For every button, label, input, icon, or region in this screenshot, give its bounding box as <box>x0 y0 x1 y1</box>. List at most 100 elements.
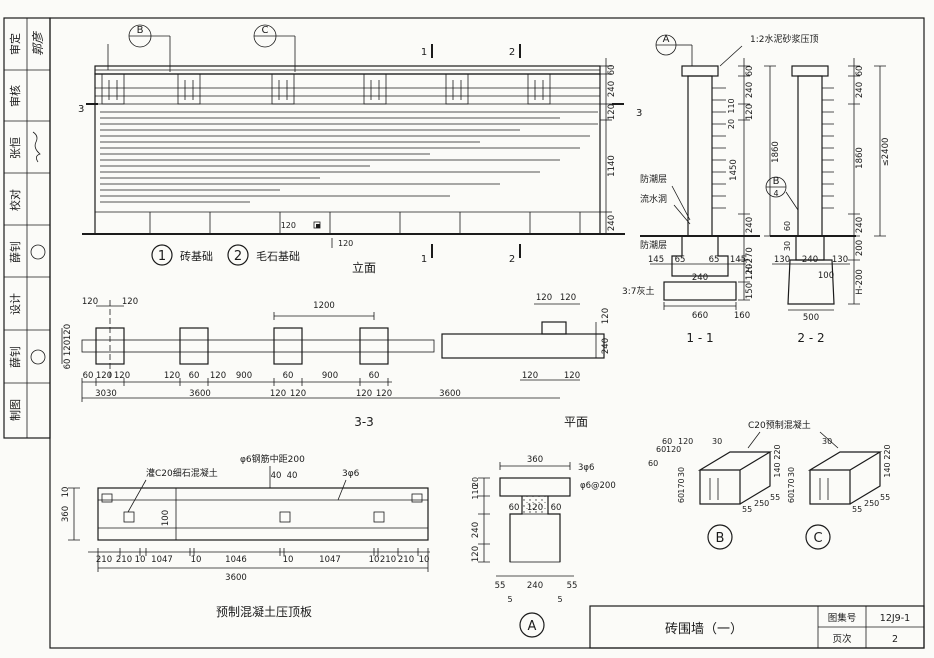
svg-text:60: 60 <box>607 65 617 76</box>
signoff-label-0: 审定 <box>8 33 22 55</box>
svg-text:60: 60 <box>656 445 666 454</box>
svg-text:210: 210 <box>380 555 396 565</box>
svg-text:500: 500 <box>803 313 819 323</box>
svg-text:170: 170 <box>787 478 796 493</box>
detail-bc-note: C20预制混凝土 <box>748 419 811 431</box>
svg-text:120: 120 <box>63 324 73 340</box>
svg-text:120: 120 <box>270 389 286 399</box>
svg-text:1047: 1047 <box>319 555 341 565</box>
slab-note-bar: 3φ6 <box>342 469 360 479</box>
svg-text:140: 140 <box>773 462 782 477</box>
svg-text:1046: 1046 <box>225 555 247 565</box>
svg-text:240: 240 <box>855 82 865 98</box>
svg-text:120: 120 <box>678 437 693 446</box>
svg-text:2: 2 <box>509 254 515 265</box>
svg-text:240: 240 <box>607 81 617 97</box>
section-1-1: A 1:2水泥砂浆压顶 防潮层 流水洞 防潮层 3:7灰土 60 2 <box>622 33 819 345</box>
svg-text:240: 240 <box>692 273 708 283</box>
svg-text:55: 55 <box>495 581 506 591</box>
atlas-label: 图集号 <box>828 612 857 624</box>
signoff-label-5: 设计 <box>9 293 22 315</box>
svg-text:3030: 3030 <box>95 389 117 399</box>
svg-text:120: 120 <box>471 546 481 562</box>
section22-callout-b: B <box>773 176 780 187</box>
svg-text:60: 60 <box>677 493 686 503</box>
svg-text:55: 55 <box>770 493 780 502</box>
svg-text:30: 30 <box>677 467 686 477</box>
detail-a-callout: A <box>528 619 537 634</box>
atlas-value: 12J9-1 <box>880 613 910 624</box>
svg-text:120: 120 <box>745 264 755 280</box>
svg-text:210: 210 <box>96 555 112 565</box>
plan-view: 120 120 120 240 120 120 3600 平面 <box>439 293 611 429</box>
svg-text:55: 55 <box>852 505 862 514</box>
slab-note-rebar: φ6钢筋中距200 <box>240 453 305 465</box>
svg-text:60: 60 <box>189 371 200 381</box>
svg-text:5: 5 <box>507 595 512 604</box>
svg-text:1140: 1140 <box>607 155 617 177</box>
svg-text:240: 240 <box>802 255 818 265</box>
svg-text:65: 65 <box>675 255 686 265</box>
sheet-frame <box>49 17 925 649</box>
svg-text:120: 120 <box>290 389 306 399</box>
signoff-sign-0: 郭彦 <box>31 30 45 56</box>
svg-text:φ6@200: φ6@200 <box>580 481 616 491</box>
signoff-column: 审定 郭彦 审核 张恒 校对 薛钊 设计 薛钊 制图 <box>3 17 51 439</box>
svg-text:160: 160 <box>734 311 750 321</box>
svg-text:240: 240 <box>471 522 481 538</box>
svg-text:30: 30 <box>822 437 832 446</box>
svg-text:60: 60 <box>662 437 672 446</box>
svg-text:10: 10 <box>61 487 71 498</box>
svg-text:10: 10 <box>283 555 294 565</box>
svg-text:H-200: H-200 <box>855 269 865 295</box>
svg-text:65: 65 <box>709 255 720 265</box>
svg-text:120: 120 <box>281 221 296 230</box>
detail-a: 360 3φ6 φ6@200 20 110 60 120 60 240 120 … <box>471 455 616 638</box>
elevation-title: 立面 <box>352 260 376 275</box>
svg-text:1: 1 <box>421 47 427 58</box>
svg-text:120: 120 <box>376 389 392 399</box>
svg-text:4: 4 <box>773 189 778 198</box>
svg-text:100: 100 <box>818 271 834 281</box>
svg-text:120: 120 <box>96 371 112 381</box>
label-dpc-2: 防潮层 <box>640 239 667 251</box>
svg-text:145: 145 <box>648 255 664 265</box>
svg-text:240: 240 <box>607 215 617 231</box>
svg-text:110: 110 <box>727 98 736 113</box>
svg-text:120: 120 <box>607 104 617 120</box>
svg-text:220: 220 <box>883 444 892 459</box>
svg-text:900: 900 <box>322 371 338 381</box>
section-2-2: B 4 60 240 1860 ≤2400 240 200 H-200 60 3… <box>765 58 891 345</box>
legend-brick-foundation: 砖基础 <box>180 249 213 263</box>
svg-text:40: 40 <box>287 471 298 481</box>
svg-text:110: 110 <box>471 484 480 499</box>
svg-text:10: 10 <box>135 555 146 565</box>
svg-text:3600: 3600 <box>189 389 211 399</box>
signature-seal-2 <box>30 349 46 365</box>
svg-text:60: 60 <box>783 221 792 231</box>
svg-text:10: 10 <box>191 555 202 565</box>
signoff-label-4: 薛钊 <box>8 241 22 263</box>
plan-3-3: 120 120 1200 120 120 60 60 120 120 120 6… <box>61 297 560 429</box>
section11-callout-a: A <box>663 34 670 45</box>
svg-text:100: 100 <box>161 510 171 526</box>
legend-rubble-foundation: 毛石基础 <box>256 250 300 263</box>
legend-num-1: 1 <box>158 249 166 264</box>
svg-text:30: 30 <box>712 437 722 446</box>
svg-text:60: 60 <box>855 66 865 77</box>
svg-text:60: 60 <box>745 66 755 77</box>
slab-title: 预制混凝土压顶板 <box>216 604 312 619</box>
svg-text:1450: 1450 <box>729 159 739 181</box>
svg-text:60: 60 <box>509 503 520 513</box>
signoff-label-3: 校对 <box>8 189 22 211</box>
svg-text:200: 200 <box>855 240 865 256</box>
svg-text:60: 60 <box>63 359 73 370</box>
section11-title: 1 - 1 <box>686 331 713 345</box>
svg-text:240: 240 <box>745 217 755 233</box>
svg-text:360: 360 <box>527 455 543 465</box>
elevation-callout-b: B <box>137 25 144 36</box>
signoff-label-7: 制图 <box>9 399 22 421</box>
precast-coping-slab: 灌C20细石混凝土 φ6钢筋中距200 3φ6 40 40 360 10 100… <box>61 453 430 619</box>
svg-text:660: 660 <box>692 311 708 321</box>
